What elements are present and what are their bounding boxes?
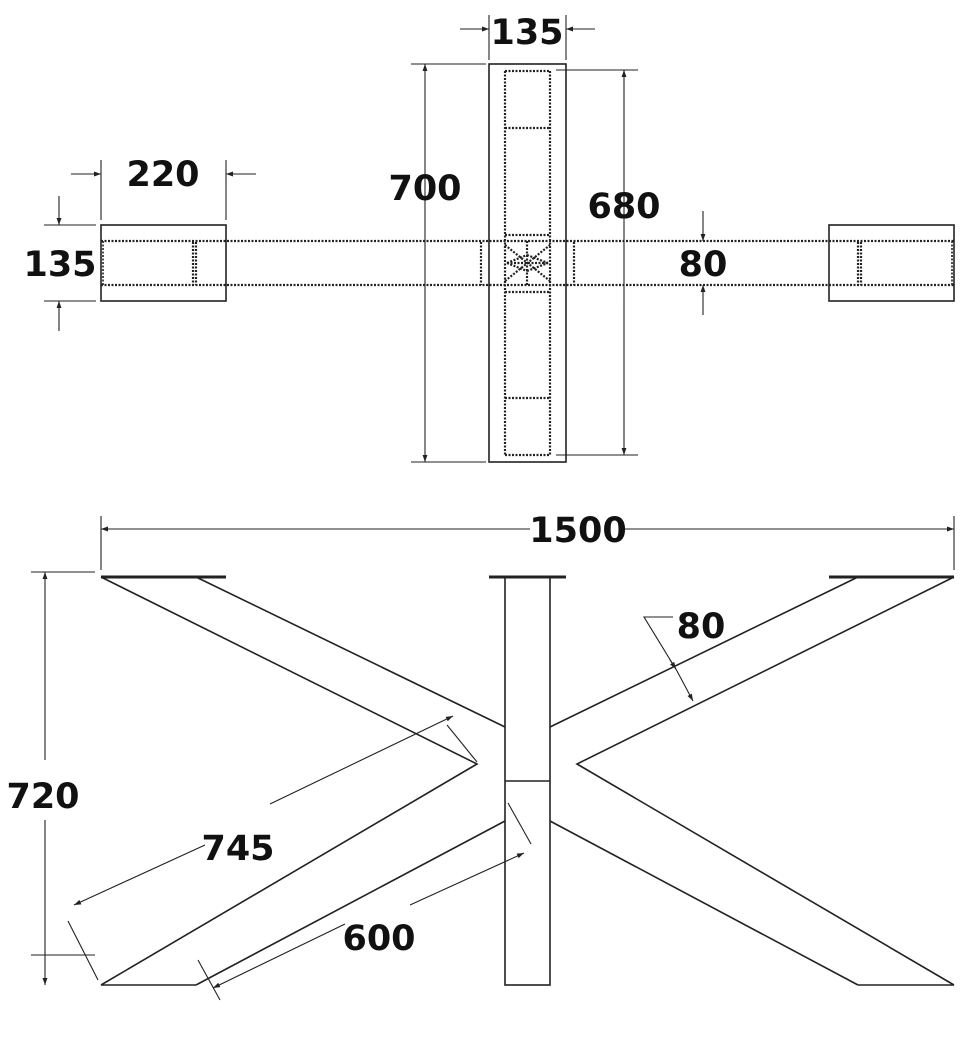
dim-label-600: 600 — [342, 919, 415, 959]
dim-leg-segment: 600 — [197, 802, 532, 1001]
dim-center-plate-width: 135 — [460, 13, 595, 60]
dim-foot-plate-width: 220 — [71, 155, 256, 220]
dim-label-135-top: 135 — [490, 13, 563, 53]
dim-label-220: 220 — [126, 155, 199, 195]
dim-label-720: 720 — [6, 777, 79, 817]
side-view: 1500 720 745 600 — [6, 511, 955, 1001]
dim-overall-width: 1500 — [100, 511, 955, 570]
dim-foot-plate-depth: 135 — [23, 196, 97, 331]
dim-center-beam-length: 680 — [556, 69, 661, 456]
dim-center-plate-length: 700 — [388, 63, 486, 463]
dim-label-80-leg: 80 — [677, 607, 726, 647]
dim-height: 720 — [6, 571, 95, 985]
center-plate — [488, 63, 567, 463]
left-legs — [100, 576, 506, 986]
dim-label-135-left: 135 — [23, 245, 96, 285]
dim-label-700: 700 — [388, 169, 461, 209]
left-foot-plate — [100, 224, 227, 302]
center-joint-cross — [504, 241, 551, 285]
right-legs — [549, 576, 955, 986]
top-view: 135 220 135 700 — [23, 13, 955, 463]
dim-label-1500: 1500 — [529, 511, 626, 551]
dim-label-745: 745 — [201, 829, 274, 869]
dim-label-80-top: 80 — [679, 245, 728, 285]
dim-beam-width: 80 — [679, 211, 728, 315]
dim-leg-length: 745 — [67, 715, 478, 981]
dim-label-680: 680 — [587, 187, 660, 227]
right-foot-plate — [828, 224, 955, 302]
dim-leg-width: 80 — [643, 607, 726, 702]
